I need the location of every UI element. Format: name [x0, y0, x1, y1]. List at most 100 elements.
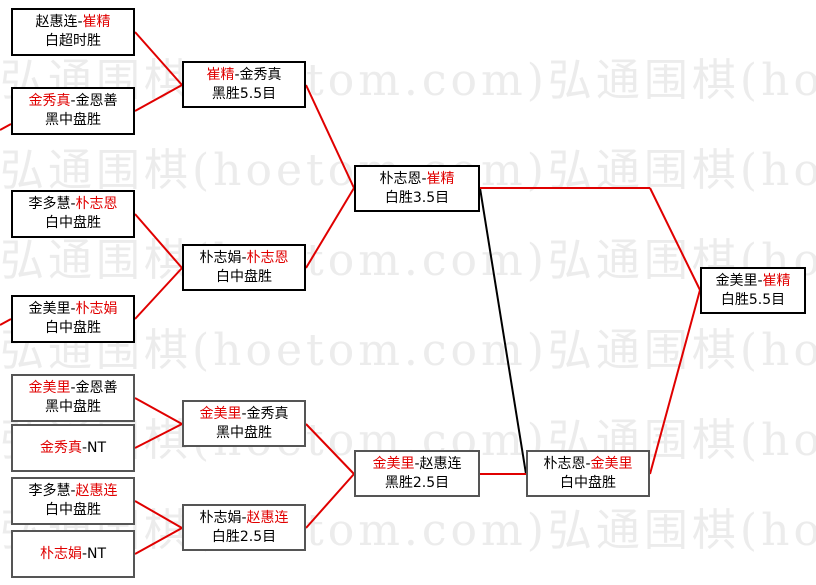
- match-players: 金美里-金恩善: [28, 379, 117, 398]
- player-name: 朴志恩: [75, 196, 118, 212]
- player-name: 朴志娟: [39, 545, 82, 562]
- player-separator: -: [241, 509, 247, 526]
- connector-line: [0, 318, 12, 326]
- connector-line: [305, 187, 355, 269]
- match-box: 朴志娟-NT: [11, 530, 135, 578]
- match-result: 白中盘胜: [45, 502, 101, 518]
- watermark-row: 弘通围棋(hoetom.com)弘通围棋(hoetom.com): [0, 55, 816, 106]
- player-separator: -: [77, 14, 83, 30]
- match-box: 李多慧-赵惠连白中盘胜: [11, 477, 135, 525]
- player-name: 朴志娟: [75, 301, 118, 317]
- player-name: 李多慧: [28, 483, 71, 499]
- connector-line: [134, 84, 183, 112]
- match-players: 朴志恩-金美里: [543, 455, 632, 474]
- match-result: 黑中盘胜: [45, 399, 101, 415]
- player-name: 金秀真: [246, 405, 289, 422]
- connector-line: [0, 123, 12, 131]
- match-players: 李多慧-朴志恩: [28, 195, 117, 214]
- player-name: 赵惠连: [75, 483, 118, 499]
- match-result: 白中盘胜: [45, 215, 101, 231]
- player-name: 赵惠连: [419, 455, 462, 472]
- player-name: NT: [87, 439, 107, 456]
- match-box: 金美里-朴志娟白中盘胜: [11, 295, 135, 343]
- player-name: 朴志恩: [543, 455, 586, 472]
- player-name: 崔精: [206, 66, 235, 83]
- player-name: 崔精: [762, 272, 791, 289]
- connector-line: [134, 31, 183, 86]
- watermark-row: 弘通围棋(hoetom.com)弘通围棋(hoetom.com): [0, 505, 816, 556]
- match-result: 白胜2.5目: [211, 528, 277, 545]
- player-name: 金美里: [715, 272, 758, 289]
- player-separator: -: [70, 301, 76, 317]
- player-name: 金秀真: [28, 93, 71, 109]
- player-name: 金美里: [372, 455, 415, 472]
- match-players: 李多慧-赵惠连: [28, 482, 117, 501]
- connector-line: [134, 423, 183, 449]
- player-name: 赵惠连: [35, 14, 78, 30]
- player-separator: -: [414, 455, 420, 472]
- connector-line: [134, 397, 183, 425]
- match-players: 朴志恩-崔精: [379, 170, 454, 189]
- match-result: 白胜3.5目: [384, 189, 450, 206]
- match-box: 赵惠连-崔精白超时胜: [11, 8, 135, 56]
- match-box: 李多慧-朴志恩白中盘胜: [11, 190, 135, 238]
- match-box: 朴志恩-金美里白中盘胜: [526, 450, 650, 497]
- player-separator: -: [234, 66, 240, 83]
- player-separator: -: [81, 439, 88, 456]
- match-players: 金秀真-NT: [40, 439, 106, 458]
- match-box: 朴志娟-赵惠连白胜2.5目: [182, 504, 306, 551]
- player-name: 赵惠连: [246, 509, 289, 526]
- match-players: 金秀真-金恩善: [28, 92, 117, 111]
- match-box: 朴志恩-崔精白胜3.5目: [354, 165, 480, 212]
- match-box: 金美里-赵惠连黑胜2.5目: [354, 450, 480, 497]
- connector-line: [134, 500, 183, 529]
- player-separator: -: [421, 170, 427, 187]
- connector-line: [649, 289, 701, 475]
- watermark-row: 弘通围棋(hoetom.com)弘通围棋(hoetom.com): [0, 325, 816, 376]
- player-separator: -: [70, 93, 76, 109]
- match-result: 白中盘胜: [45, 320, 101, 336]
- connector-line: [305, 84, 355, 189]
- match-result: 黑胜2.5目: [384, 474, 450, 491]
- final-match-box: 金美里-崔精白胜5.5目: [700, 267, 806, 314]
- match-result: 白中盘胜: [216, 268, 272, 285]
- player-name: NT: [87, 545, 107, 562]
- connector-line: [134, 527, 183, 555]
- match-box: 金美里-金恩善黑中盘胜: [11, 374, 135, 422]
- match-box: 崔精-金秀真黑胜5.5目: [182, 61, 306, 108]
- match-players: 赵惠连-崔精: [35, 13, 110, 32]
- match-players: 朴志娟-赵惠连: [199, 509, 288, 528]
- player-separator: -: [241, 405, 247, 422]
- player-name: 朴志恩: [246, 249, 289, 266]
- player-separator: -: [585, 455, 591, 472]
- player-name: 金恩善: [75, 93, 118, 109]
- match-players: 朴志娟-NT: [40, 545, 106, 564]
- player-name: 金美里: [199, 405, 242, 422]
- player-separator: -: [70, 196, 76, 212]
- player-name: 金美里: [590, 455, 633, 472]
- match-players: 金美里-崔精: [715, 272, 790, 291]
- connector-line: [134, 213, 183, 269]
- match-players: 金美里-赵惠连: [372, 455, 461, 474]
- player-separator: -: [81, 545, 88, 562]
- match-result: 白超时胜: [45, 33, 101, 49]
- match-box: 金秀真-金恩善黑中盘胜: [11, 87, 135, 135]
- player-name: 朴志娟: [199, 249, 242, 266]
- player-separator: -: [241, 249, 247, 266]
- player-name: 朴志娟: [199, 509, 242, 526]
- player-name: 金恩善: [75, 380, 118, 396]
- match-players: 朴志娟-朴志恩: [199, 249, 288, 268]
- connector-line: [134, 267, 183, 320]
- player-name: 金秀真: [39, 439, 82, 456]
- connector-line: [305, 473, 355, 529]
- player-separator: -: [70, 483, 76, 499]
- match-box: 金秀真-NT: [11, 424, 135, 472]
- match-result: 黑中盘胜: [45, 112, 101, 128]
- match-players: 金美里-朴志娟: [28, 300, 117, 319]
- player-separator: -: [757, 272, 763, 289]
- match-result: 黑胜5.5目: [211, 85, 277, 102]
- player-name: 崔精: [82, 14, 111, 30]
- player-name: 金秀真: [239, 66, 282, 83]
- match-players: 金美里-金秀真: [199, 405, 288, 424]
